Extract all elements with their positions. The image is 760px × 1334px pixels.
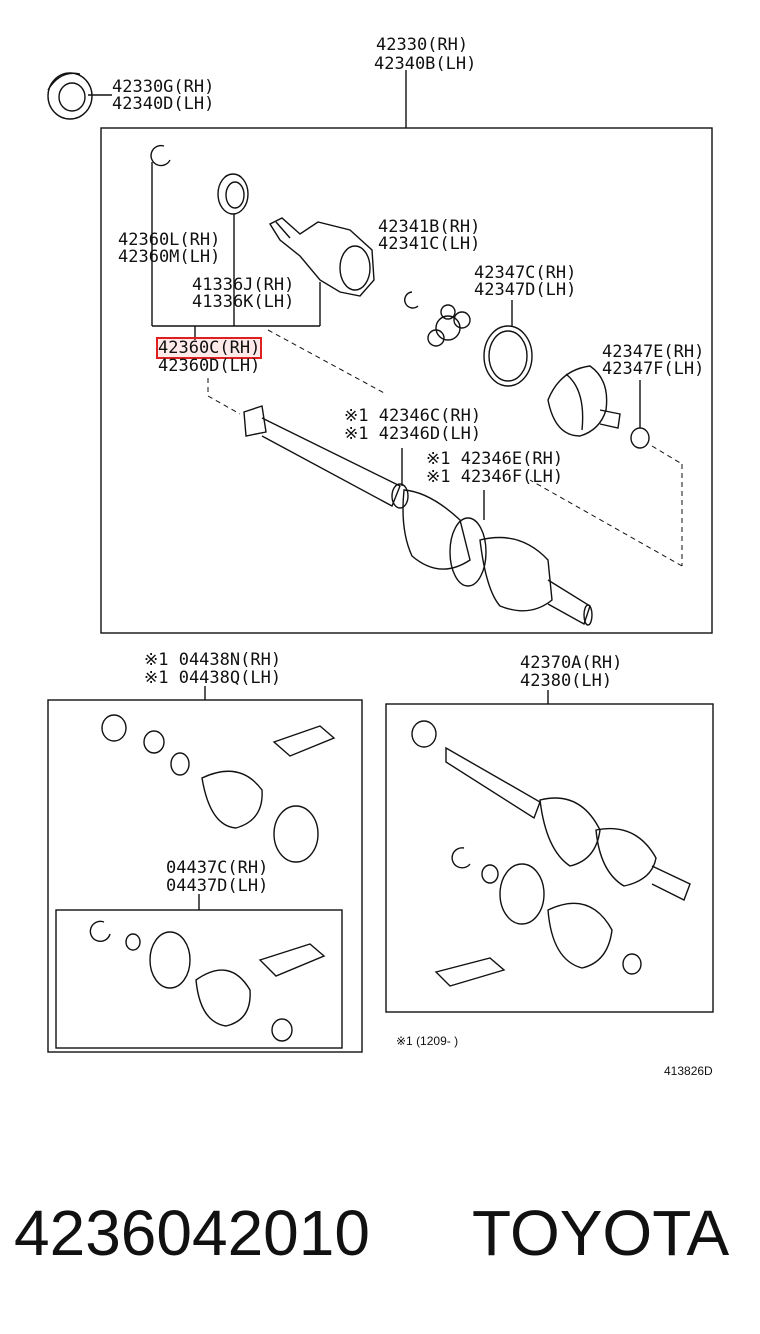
label-kit-lh: ※1 04438Q(LH): [144, 668, 282, 688]
boot-inboard: [547, 365, 621, 437]
label-kit2-rh: 04437C(RH): [166, 858, 269, 878]
seal-ring: [217, 173, 249, 215]
label-seal-lh: 41336K(LH): [192, 292, 295, 312]
label-boot-out-rh: ※1 42346E(RH): [426, 449, 564, 469]
cap-part: [47, 72, 93, 120]
drive-shaft: [243, 405, 593, 626]
label-top-rh: 42330(RH): [376, 35, 469, 55]
tripod: [427, 304, 471, 347]
label-boot-in-lh: ※1 42346D(LH): [344, 424, 482, 444]
footnote: ※1 (1209- ): [396, 1034, 459, 1048]
label-inboard-lh: 42360D(LH): [158, 356, 261, 376]
label-clamp-lh: 42347D(LH): [474, 280, 577, 300]
label-tripod-lh: 42341C(LH): [378, 234, 481, 254]
outer-frame: [385, 703, 714, 1013]
label-clamp2-lh: 42347F(LH): [602, 359, 705, 379]
label-cap-lh: 42340D(LH): [112, 94, 215, 114]
label-seal-rh: 41336J(RH): [192, 275, 295, 295]
label-boot-out-lh: ※1 42346F(LH): [426, 467, 564, 487]
label-tripod-rh: 42341B(RH): [378, 217, 481, 237]
main-frame: [100, 127, 713, 634]
label-boot-in-rh: ※1 42346C(RH): [344, 406, 482, 426]
circlip: [404, 291, 419, 309]
boot-clamp-large: [483, 325, 533, 387]
label-clamp2-rh: 42347E(RH): [602, 342, 705, 362]
joint-housing: [268, 217, 375, 297]
label-kit-rh: ※1 04438N(RH): [144, 650, 282, 670]
outer-parts: [411, 720, 691, 987]
boot-clamp-small: [630, 427, 650, 449]
label-snap-lh: 42360M(LH): [118, 247, 221, 267]
label-kit2-lh: 04437D(LH): [166, 876, 269, 896]
label-snap-rh: 42360L(RH): [118, 230, 221, 250]
snap-ring: [150, 144, 171, 167]
label-clamp-rh: 42347C(RH): [474, 263, 577, 283]
label-cap-rh: 42330G(RH): [112, 77, 215, 97]
label-outer-rh: 42370A(RH): [520, 653, 623, 673]
kit-parts: [89, 714, 336, 1042]
label-outer-lh: 42380(LH): [520, 671, 613, 691]
label-inboard-rh-highlighted[interactable]: 42360C(RH): [155, 337, 263, 359]
kit2-frame: [55, 909, 343, 1049]
diagram-id: 413826D: [664, 1064, 713, 1078]
brand-name: TOYOTA: [472, 1197, 730, 1269]
label-top-lh: 42340B(LH): [374, 54, 477, 74]
part-number: 4236042010: [14, 1197, 370, 1269]
